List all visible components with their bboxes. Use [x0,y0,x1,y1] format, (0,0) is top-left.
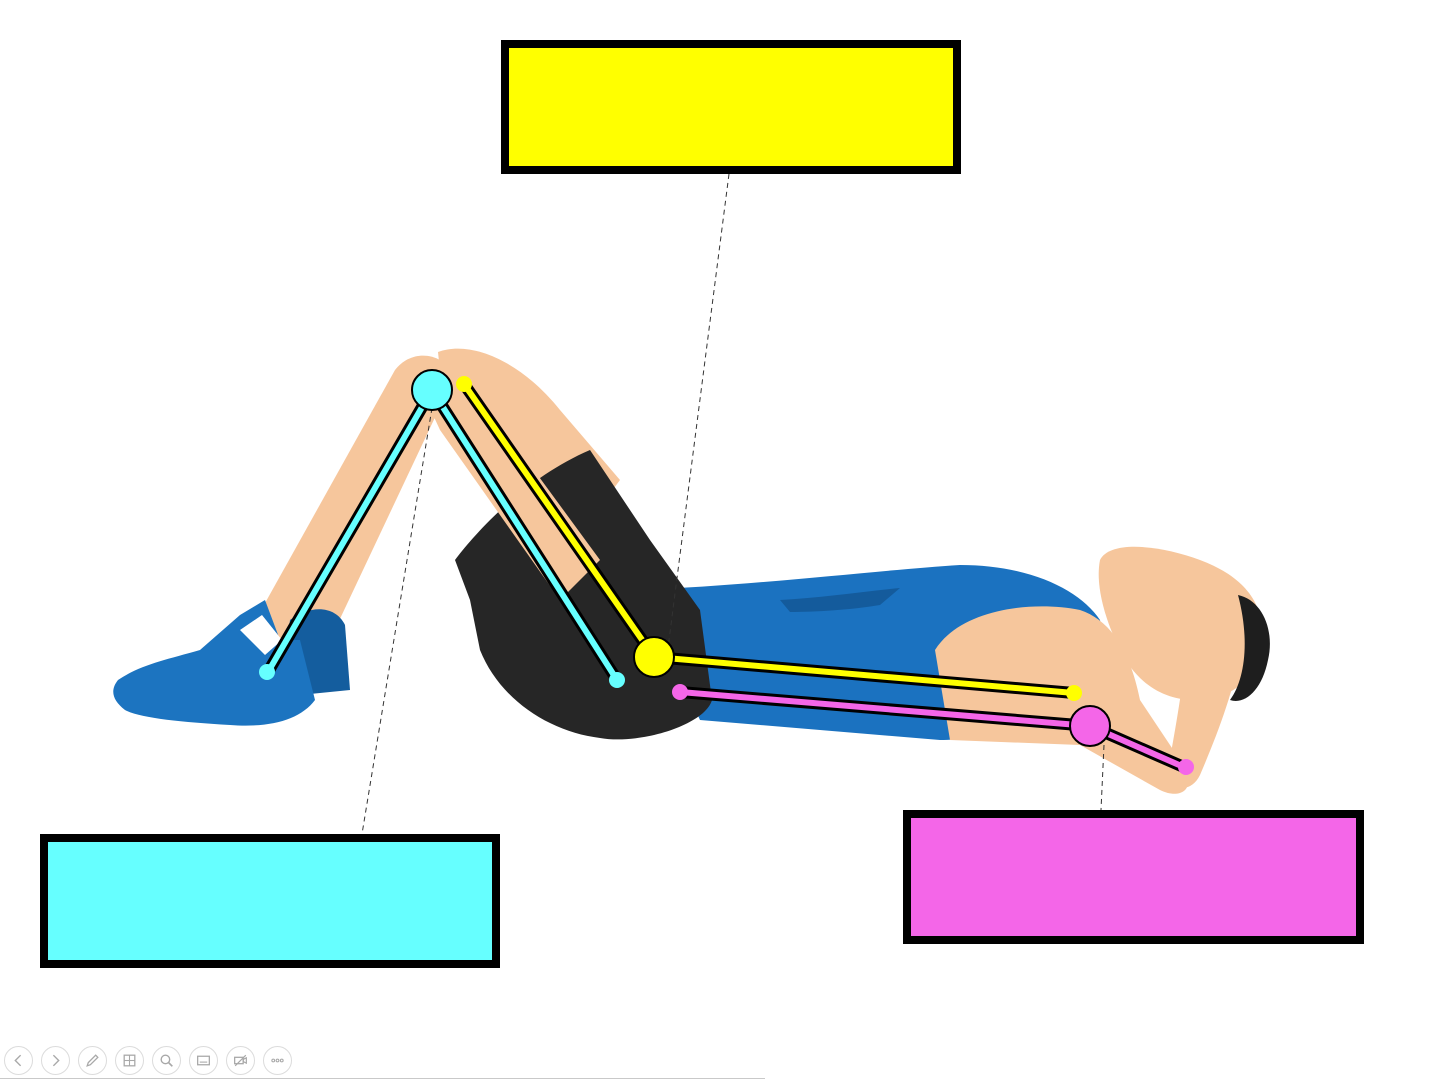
hip-to-shoulder-segment [651,654,1077,696]
next-slide-button[interactable] [41,1046,70,1075]
shoulder-to-hip-segment [677,689,1093,729]
subtitles-button[interactable] [189,1046,218,1075]
sock [240,615,282,655]
arrow-left-icon [14,1054,22,1067]
shoulder-point-yellow [1066,685,1082,701]
slides-grid-icon [123,1054,136,1067]
slideshow-toolbar [4,1046,292,1076]
knee-to-ankle-segment [265,387,435,675]
ellipsis-icon [271,1058,284,1063]
hip-angle-markup [456,376,1082,701]
slide-bottom-edge [0,1078,765,1079]
pen-icon [86,1054,99,1067]
arrow-right-icon [52,1054,60,1067]
forearm [1168,607,1241,788]
leader-line-top [667,173,730,649]
shoulder-angle-label-box[interactable] [903,810,1364,944]
knee-joint-vertex [411,369,453,411]
shirt-fold [780,588,900,612]
elbow-point [1178,759,1194,775]
magnifier-icon [160,1054,173,1067]
knee-point-yellow [456,376,472,392]
leader-line-right [1100,744,1105,811]
hip-point-magenta [672,684,688,700]
hip-joint-vertex [633,636,675,678]
leader-lines [361,173,1105,835]
hip-to-knee-segment [461,381,657,660]
zoom-button[interactable] [152,1046,181,1075]
camera-button[interactable] [226,1046,255,1075]
hip-point-cyan [609,672,625,688]
camera-off-icon [234,1054,247,1067]
knee-angle-label-box[interactable] [40,834,500,968]
knee-angle-markup [259,384,625,688]
pen-button[interactable] [78,1046,107,1075]
hip-angle-label-box[interactable] [501,40,961,174]
previous-slide-button[interactable] [4,1046,33,1075]
knee-to-hip-segment [429,387,620,683]
ankle-point [259,664,275,680]
see-all-slides-button[interactable] [115,1046,144,1075]
hair [1230,595,1270,701]
more-options-button[interactable] [263,1046,292,1075]
subtitles-icon [197,1055,210,1066]
shoulder-joint-vertex [1069,705,1111,747]
